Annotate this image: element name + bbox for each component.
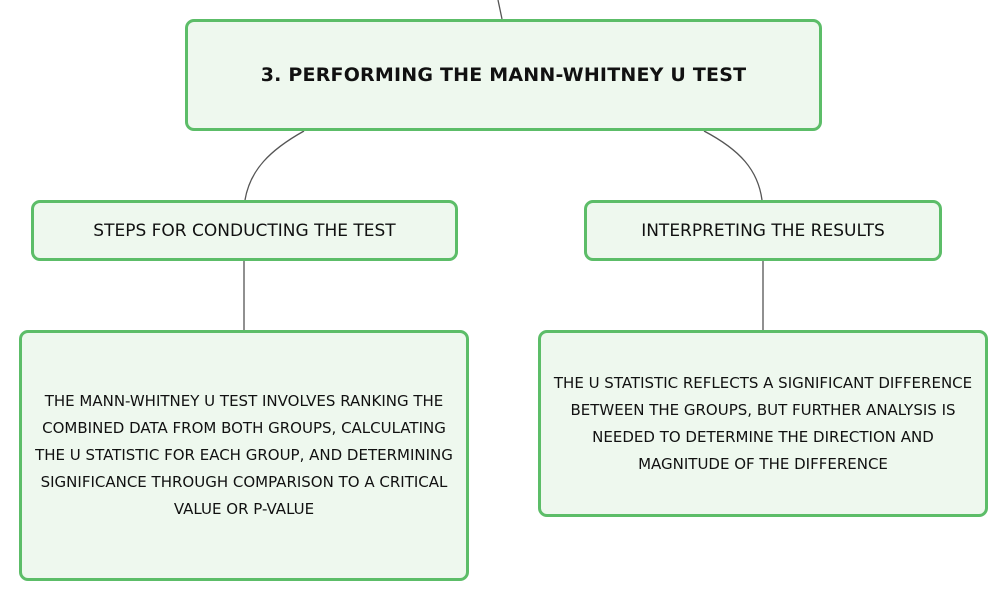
connector-main-to-interpret (703, 130, 763, 201)
interpret-detail-node[interactable]: The U statistic reflects a significant d… (538, 330, 988, 517)
steps-node[interactable]: Steps for conducting the test (31, 200, 458, 261)
incoming-connector (497, 0, 503, 20)
steps-detail-text: The Mann-Whitney U test involves ranking… (35, 392, 453, 518)
main-topic-label: 3. Performing the Mann-Whitney U Test (260, 64, 747, 86)
interpret-node[interactable]: Interpreting the results (584, 200, 942, 261)
main-topic-node[interactable]: 3. Performing the Mann-Whitney U Test (185, 19, 822, 131)
steps-detail-node[interactable]: The Mann-Whitney U test involves ranking… (19, 330, 469, 581)
interpret-detail-text: The U statistic reflects a significant d… (553, 373, 973, 473)
interpret-label: Interpreting the results (641, 220, 885, 241)
steps-label: Steps for conducting the test (93, 220, 396, 241)
connector-main-to-steps (244, 130, 305, 201)
